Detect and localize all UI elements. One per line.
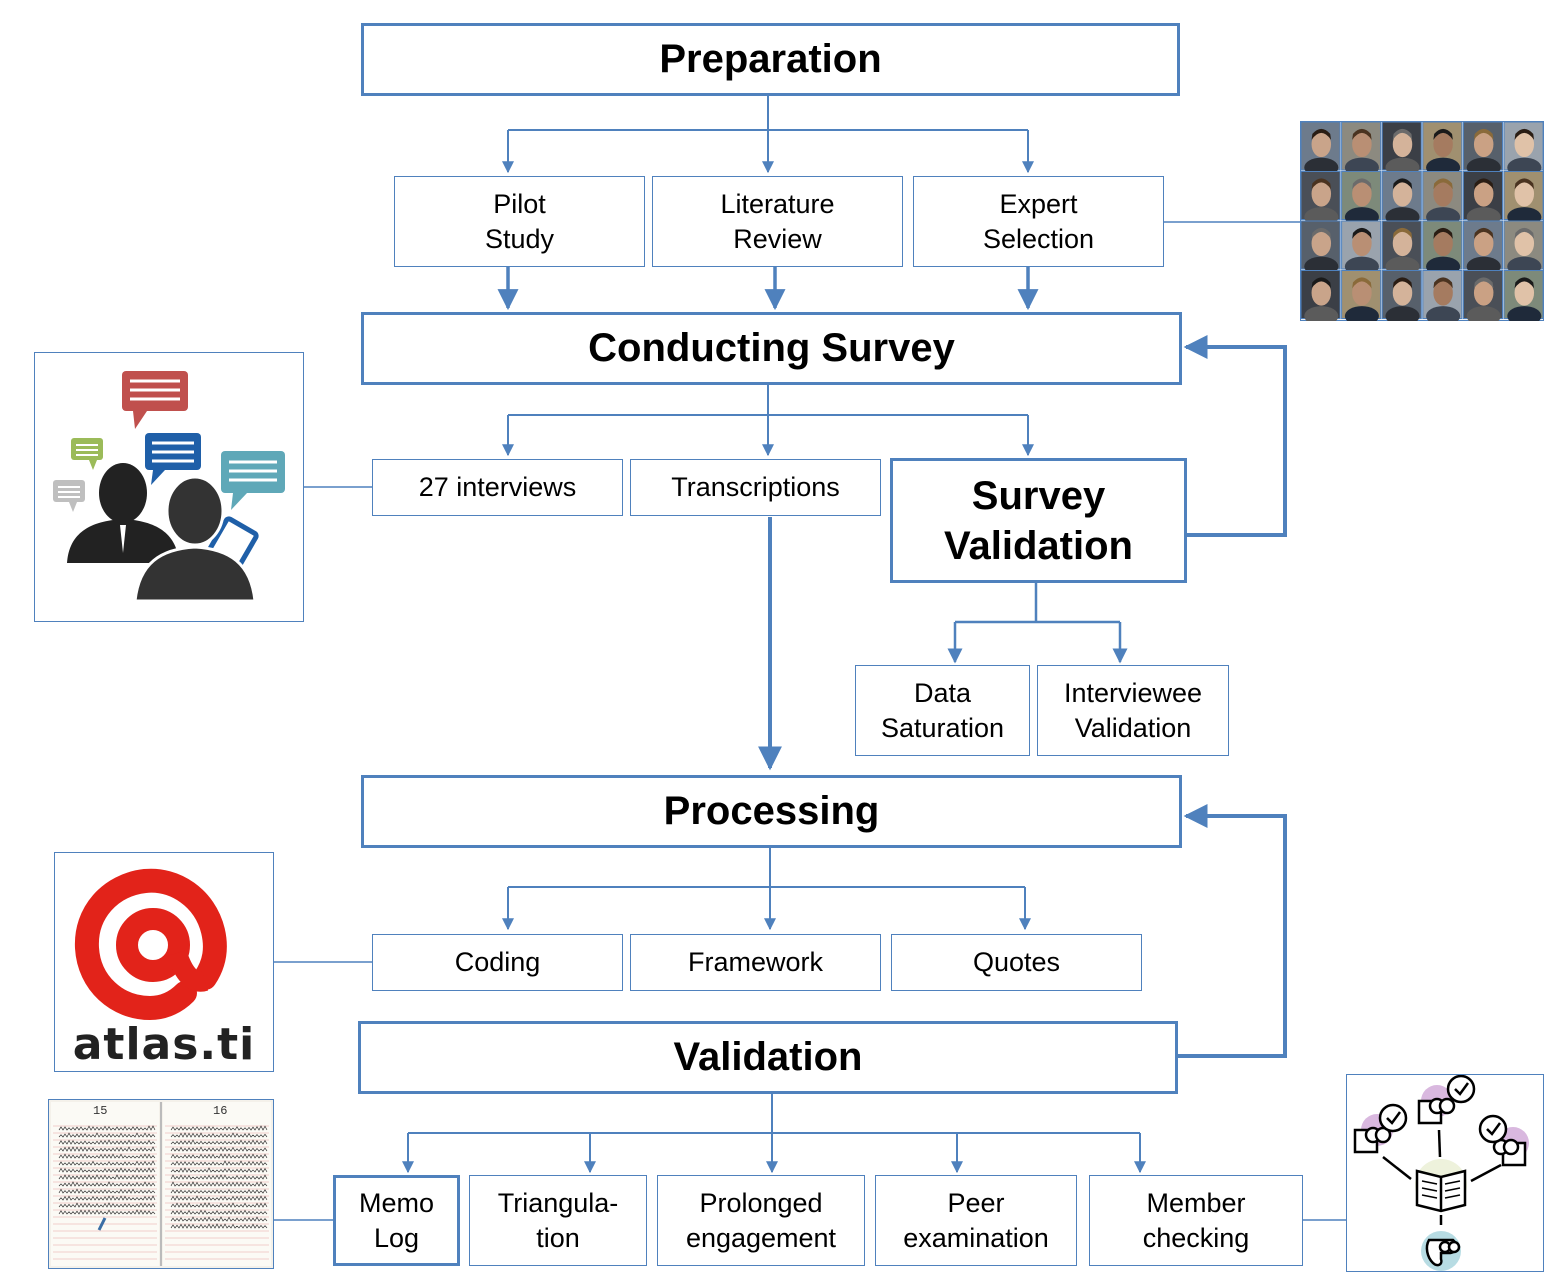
member-checking-icon xyxy=(1346,1074,1544,1272)
processing-stage: Processing xyxy=(361,775,1182,848)
conducting-survey-stage: Conducting Survey xyxy=(361,312,1182,385)
expert-portrait xyxy=(1300,220,1341,277)
expert-portrait xyxy=(1422,121,1463,178)
expert-portrait xyxy=(1503,121,1544,178)
atlas-ti-wordmark: atlas.ti xyxy=(72,1019,256,1070)
pilot-study-box: Pilot Study xyxy=(394,176,645,267)
framework-box: Framework xyxy=(630,934,881,991)
expert-portrait xyxy=(1381,121,1422,178)
expert-portraits xyxy=(1299,120,1544,326)
expert-portrait xyxy=(1341,220,1382,277)
quotes-box: Quotes xyxy=(891,934,1142,991)
expert-portrait xyxy=(1462,121,1503,178)
expert-portrait xyxy=(1300,171,1341,227)
expert-portrait xyxy=(1381,270,1422,326)
expert-portrait xyxy=(1462,220,1503,277)
transcriptions-box: Transcriptions xyxy=(630,459,881,516)
notebook-page-left: 15 xyxy=(93,1104,108,1118)
expert-portrait xyxy=(1300,270,1341,326)
speech-bubble-green xyxy=(71,438,103,470)
expert-portrait xyxy=(1462,270,1503,326)
speech-bubble-blue xyxy=(145,433,201,485)
expert-portrait xyxy=(1300,121,1341,178)
expert-portrait xyxy=(1422,171,1463,227)
interviewee-validation-box: Interviewee Validation xyxy=(1037,665,1229,756)
expert-portrait xyxy=(1422,270,1463,326)
expert-portrait xyxy=(1341,171,1382,227)
expert-portrait xyxy=(1381,220,1422,277)
prolonged-engagement-box: Prolonged engagement xyxy=(657,1175,865,1266)
notebook-page-right: 16 xyxy=(213,1104,228,1118)
validation-stage: Validation xyxy=(358,1021,1178,1094)
expert-portrait xyxy=(1462,171,1503,227)
member-checking-box: Member checking xyxy=(1089,1175,1303,1266)
peer-examination-box: Peer examination xyxy=(875,1175,1077,1266)
expert-portrait xyxy=(1341,121,1382,178)
atlas-ti-logo: atlas.ti xyxy=(54,852,274,1072)
memo-log-box: Memo Log xyxy=(333,1175,460,1266)
notebook-photo: 15 16 xyxy=(48,1099,274,1269)
data-saturation-box: Data Saturation xyxy=(855,665,1030,756)
triangulation-box: Triangula- tion xyxy=(469,1175,647,1266)
preparation-stage: Preparation xyxy=(361,23,1180,96)
speech-bubble-red xyxy=(122,371,188,429)
speech-bubble-gray xyxy=(53,480,85,512)
expert-selection-box: Expert Selection xyxy=(913,176,1164,267)
interview-people-icon xyxy=(34,352,304,622)
expert-portrait xyxy=(1422,220,1463,277)
speech-bubble-teal xyxy=(221,451,285,510)
expert-portrait xyxy=(1503,220,1544,277)
portrait-grid xyxy=(1299,120,1544,326)
expert-portrait xyxy=(1381,171,1422,227)
expert-portrait xyxy=(1503,171,1544,227)
interviews-box: 27 interviews xyxy=(372,459,623,516)
literature-review-box: Literature Review xyxy=(652,176,903,267)
survey-validation-stage: Survey Validation xyxy=(890,458,1187,583)
expert-portrait xyxy=(1341,270,1382,326)
coding-box: Coding xyxy=(372,934,623,991)
expert-portrait xyxy=(1503,270,1544,326)
